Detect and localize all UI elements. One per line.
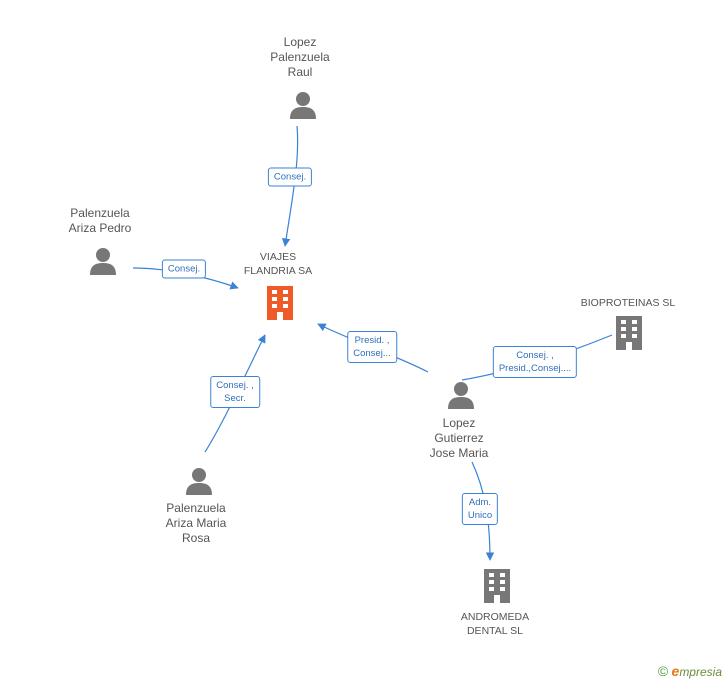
building-icon[interactable]	[264, 285, 296, 321]
edge-label-jose-bio[interactable]: Consej. , Presid.,Consej....	[492, 346, 578, 378]
node-label-palenzuela-pedro[interactable]: Palenzuela Ariza Pedro	[68, 206, 132, 235]
node-label-bioproteinas[interactable]: BIOPROTEINAS SL	[580, 297, 676, 309]
node-label-palenzuela-rosa[interactable]: Palenzuela Ariza Maria Rosa	[165, 501, 227, 545]
node-label-andromeda[interactable]: ANDROMEDA DENTAL SL	[460, 611, 530, 637]
node-label-lopez-raul[interactable]: Lopez Palenzuela Raul	[270, 35, 330, 79]
brand-initial: e	[671, 663, 680, 679]
edge-label-jose-andromeda[interactable]: Adm. Unico	[461, 493, 499, 525]
person-icon[interactable]	[88, 246, 118, 276]
edge-label-pedro-viajes[interactable]: Consej.	[161, 259, 207, 279]
node-label-lopez-jose[interactable]: Lopez Gutierrez Jose Maria	[429, 416, 489, 460]
edge-label-jose-viajes[interactable]: Presid. , Consej...	[347, 331, 397, 363]
empresia-logo: © empresia	[658, 663, 722, 679]
building-icon[interactable]	[613, 315, 645, 351]
building-icon[interactable]	[481, 568, 513, 604]
edge-label-rosa-viajes[interactable]: Consej. , Secr.	[210, 376, 260, 408]
brand-text: mpresia	[679, 665, 722, 679]
edge-label-raul-viajes[interactable]: Consej.	[267, 167, 313, 187]
person-icon[interactable]	[184, 466, 214, 496]
person-icon[interactable]	[446, 380, 476, 410]
copyright-symbol: ©	[657, 663, 669, 679]
person-icon[interactable]	[288, 90, 318, 120]
node-label-viajes-flandria[interactable]: VIAJES FLANDRIA SA	[243, 251, 313, 277]
